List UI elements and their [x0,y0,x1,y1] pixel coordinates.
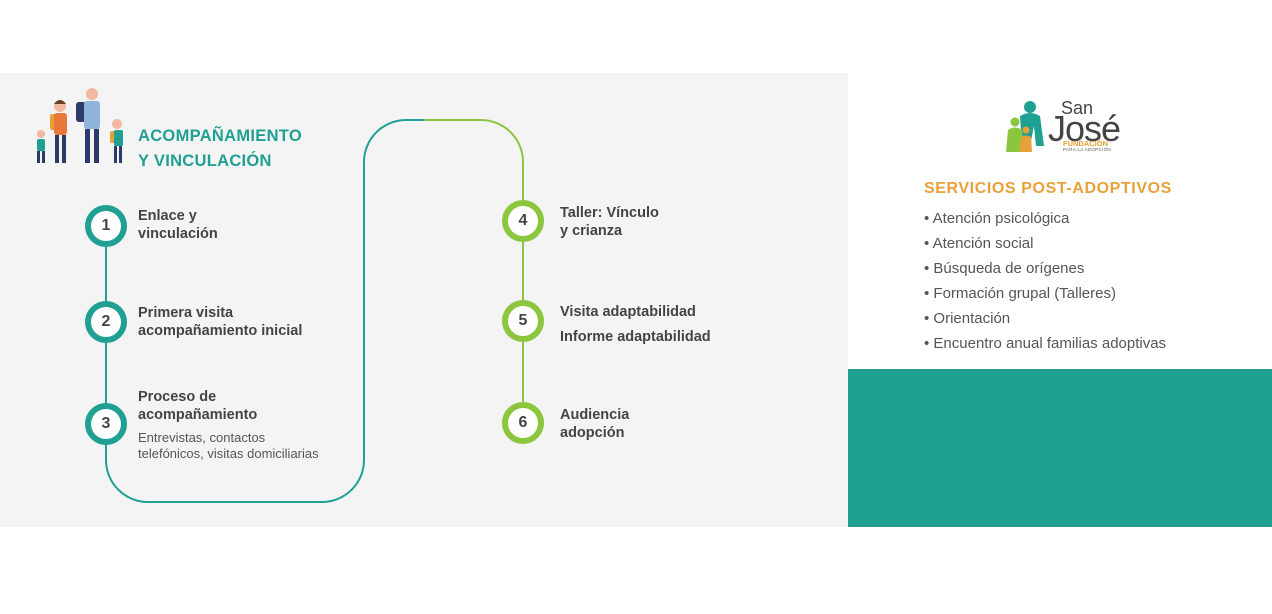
service-item: • Orientación [924,310,1011,327]
service-item: • Atención social [924,235,1034,252]
step-1-line2: vinculación [138,226,218,242]
step-5-line2: Informe adaptabilidad [560,329,711,345]
step-1-line1: Enlace y [138,208,197,224]
step-6-line2: adopción [560,425,625,441]
services-list: • Atención psicológica • Atención social… [924,206,1166,356]
section-title-line2: Y VINCULACIÓN [138,152,272,170]
logo-san: San [1061,98,1094,118]
step-4-circle: 4 [502,200,544,242]
step-3-label: Proceso de acompañamiento [138,388,257,424]
step-4-label: Taller: Vínculo y crianza [560,204,659,240]
flow-path-teal [105,119,424,503]
service-item: • Búsqueda de orígenes [924,260,1085,277]
flow-path-green [424,119,524,424]
step-4-line2: y crianza [560,223,623,239]
logo-fundacion: FUNDACIÓN [1063,139,1108,148]
services-title: SERVICIOS POST-ADOPTIVOS [924,180,1172,197]
family-walking-icon [37,88,123,163]
logo-jose: José [1048,108,1121,149]
step-3-detail: Entrevistas, contactos telefónicos, visi… [138,430,319,462]
logo-family-icon [1006,101,1044,152]
step-3-detail2: telefónicos, visitas domiciliarias [138,446,319,461]
step-2-line1: Primera visita [138,305,234,321]
step-3-detail1: Entrevistas, contactos [138,430,266,445]
step-5-label: Visita adaptabilidad Informe adaptabilid… [560,300,711,350]
step-3-line1: Proceso de [138,389,217,405]
step-3-circle: 3 [85,403,127,445]
step-3-line2: acompañamiento [138,407,258,423]
logo-para: PARA LA ADOPCIÓN [1063,147,1111,152]
step-2-label: Primera visita acompañamiento inicial [138,304,302,340]
step-6-line1: Audiencia [560,407,630,423]
teal-block [848,369,1272,527]
left-panel [0,73,848,527]
step-5-line1: Visita adaptabilidad [560,304,696,320]
right-panel [848,73,1272,369]
step-2-circle: 2 [85,301,127,343]
step-1-circle: 1 [85,205,127,247]
step-5-circle: 5 [502,300,544,342]
step-2-line2: acompañamiento inicial [138,323,303,339]
section-title: ACOMPAÑAMIENTO Y VINCULACIÓN [138,124,302,174]
step-4-line1: Taller: Vínculo [560,205,659,221]
step-1-label: Enlace y vinculación [138,207,218,243]
service-item: • Atención psicológica [924,210,1070,227]
step-6-circle: 6 [502,402,544,444]
service-item: • Formación grupal (Talleres) [924,285,1116,302]
section-title-line1: ACOMPAÑAMIENTO [138,127,303,145]
service-item: • Encuentro anual familias adoptivas [924,335,1167,352]
step-6-label: Audiencia adopción [560,406,629,442]
